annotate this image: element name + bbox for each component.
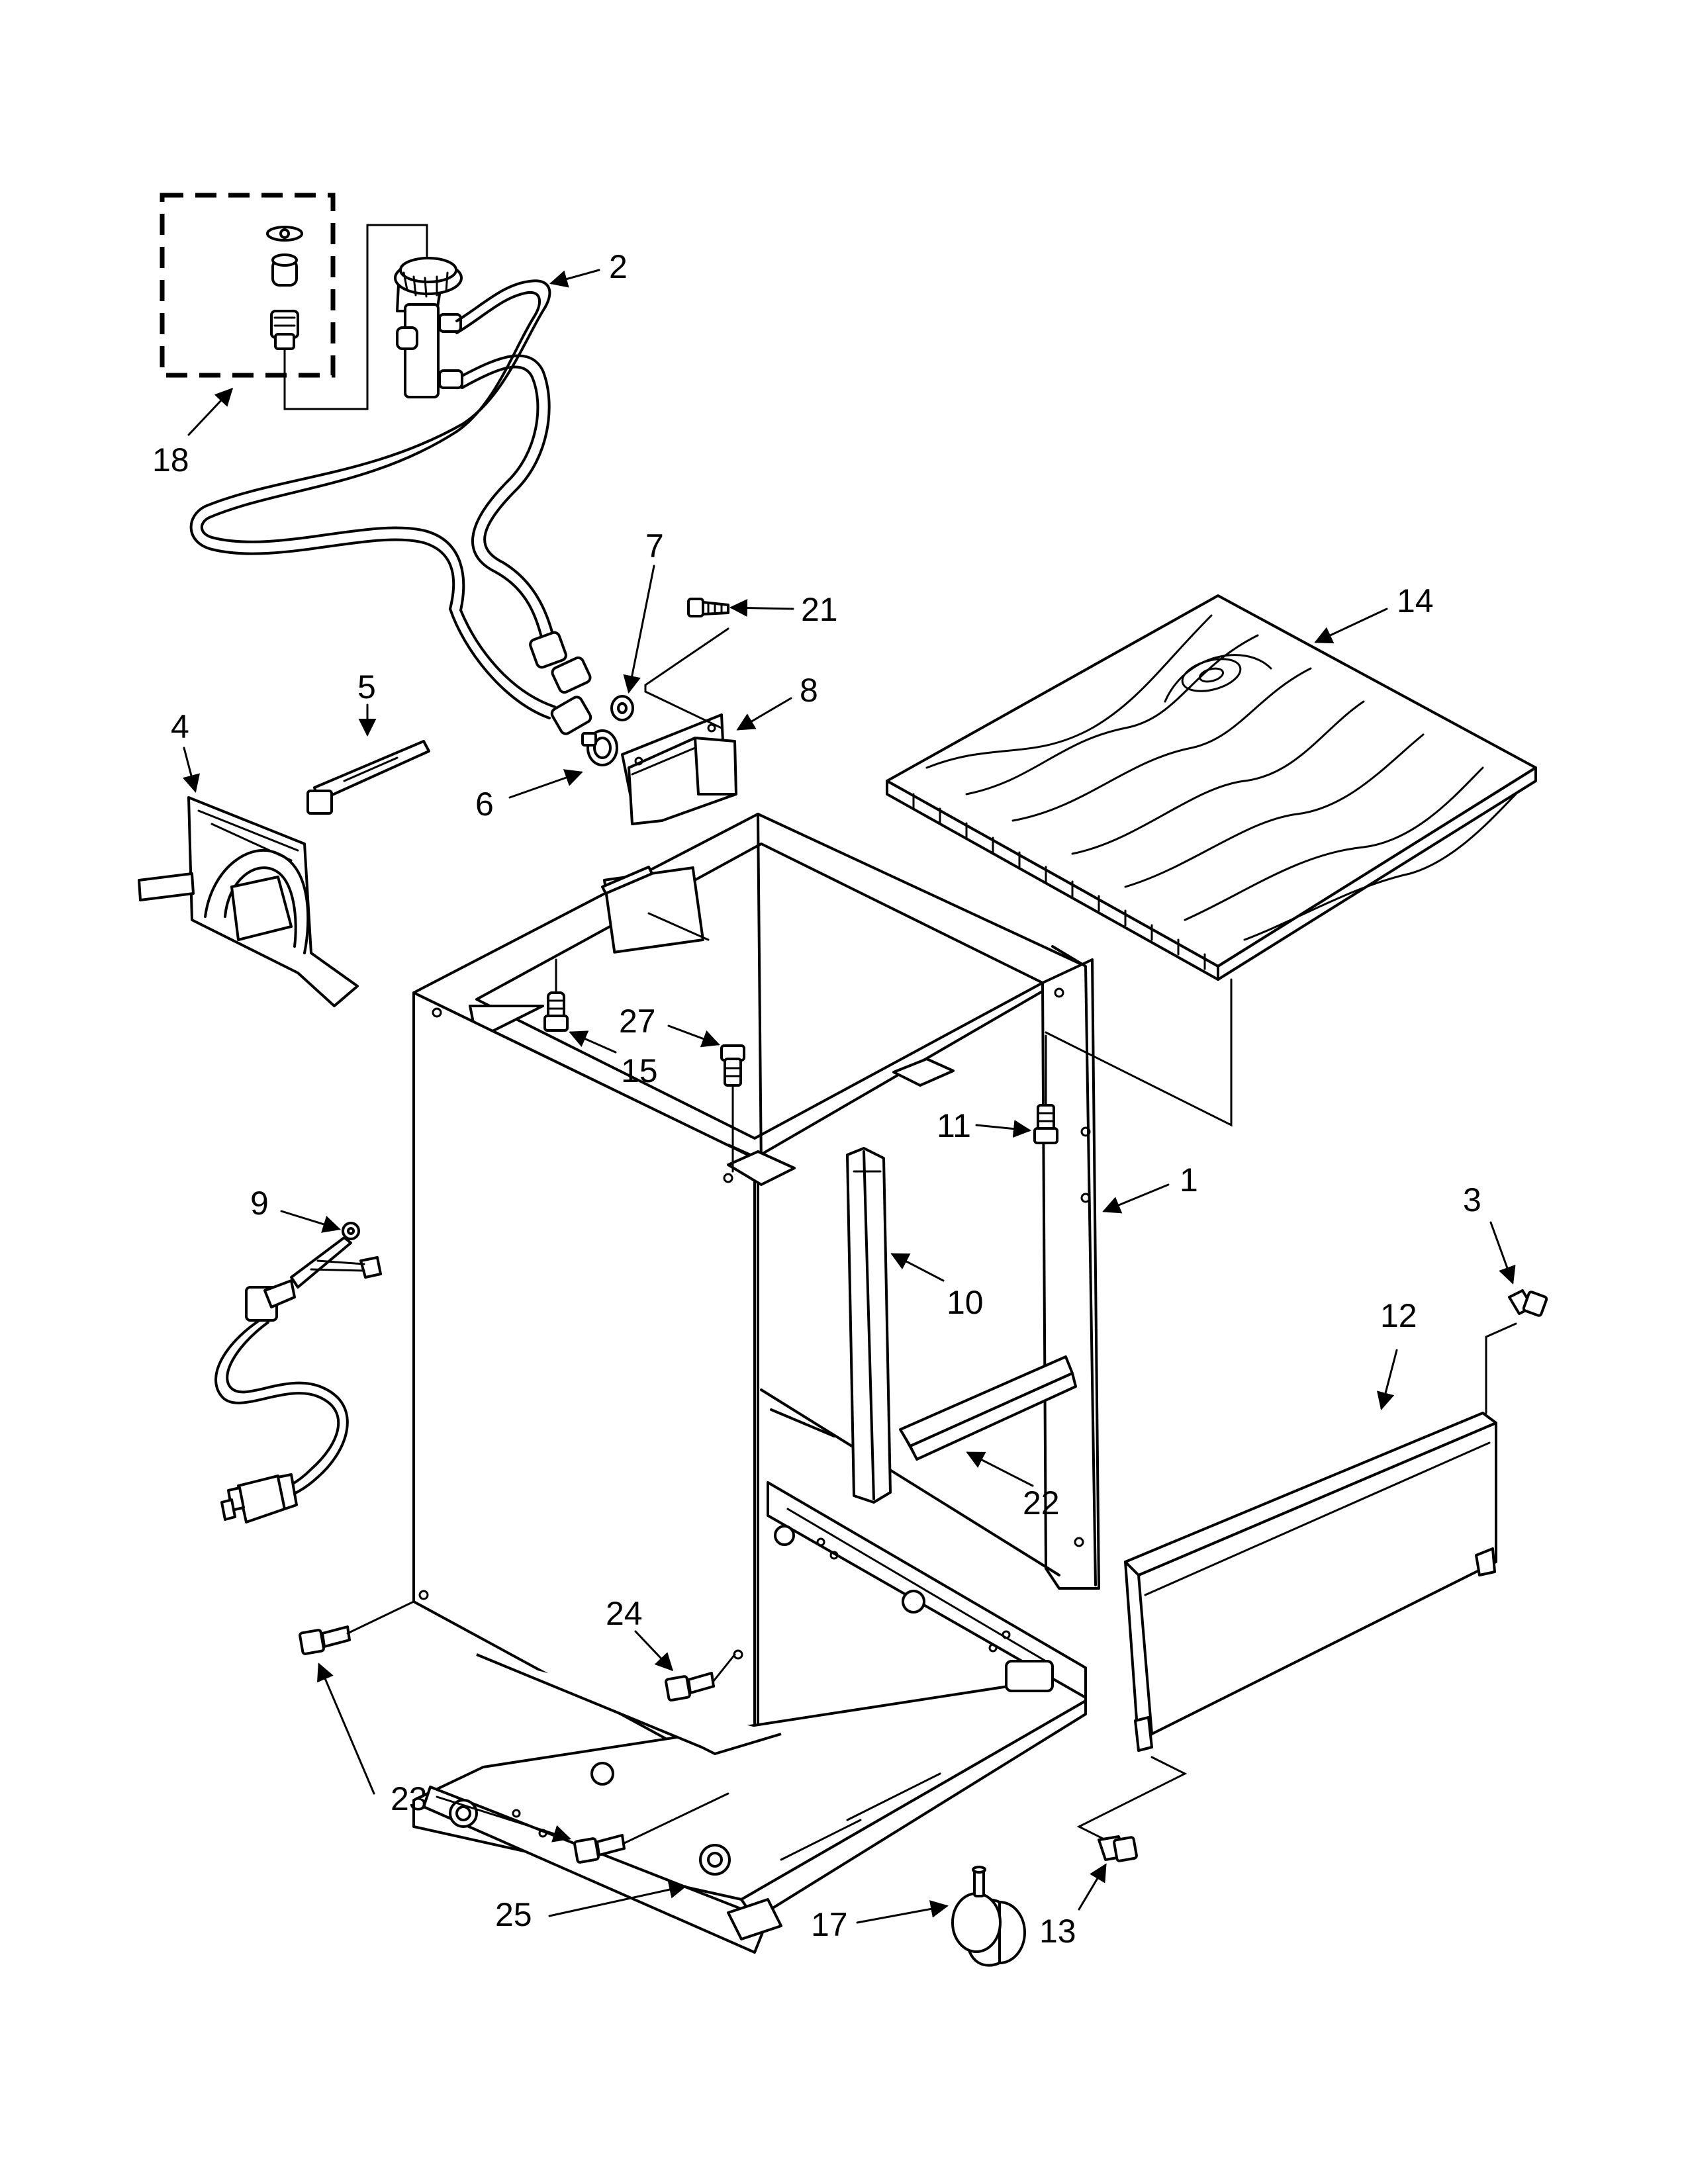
callout-13: 13	[1039, 1863, 1107, 1950]
motor-side-bracket	[138, 796, 359, 1007]
callout-label: 25	[495, 1896, 532, 1933]
screw-3	[1508, 1289, 1548, 1317]
inlet-screen-kit	[160, 193, 428, 410]
power-cord	[214, 1222, 382, 1524]
callout-7: 7	[623, 527, 664, 694]
callout-label: 7	[645, 527, 664, 565]
callout-label: 14	[1397, 582, 1434, 619]
callout-12: 12	[1377, 1297, 1417, 1410]
callout-label: 6	[475, 786, 494, 823]
screw-24	[665, 1653, 736, 1702]
callout-label: 9	[250, 1185, 269, 1222]
water-valve-assembly	[189, 257, 592, 735]
callout-label: 2	[609, 248, 628, 285]
hose-clamp	[581, 729, 618, 766]
callout-14: 14	[1314, 582, 1434, 644]
screw-23-lower	[573, 1792, 729, 1864]
callout-label: 23	[391, 1780, 428, 1817]
callout-label: 22	[1023, 1484, 1060, 1522]
callout-label: 10	[947, 1284, 984, 1321]
callout-1: 1	[1102, 1161, 1198, 1214]
callout-label: 8	[800, 672, 818, 709]
callout-label: 4	[171, 708, 189, 745]
callout-label: 11	[937, 1107, 971, 1144]
callout-label: 15	[621, 1052, 658, 1089]
screw-11	[1033, 1034, 1058, 1144]
callout-label: 5	[357, 668, 376, 705]
caster-wheel	[951, 1866, 1026, 1967]
callout-15: 15	[569, 1030, 658, 1089]
wood-top	[886, 594, 1537, 1127]
callout-6: 6	[475, 769, 583, 823]
top-edge-hatching	[912, 793, 1206, 970]
callout-label: 1	[1180, 1161, 1198, 1199]
callout-18: 18	[152, 387, 234, 478]
callout-11: 11	[937, 1107, 1031, 1144]
callout-label: 18	[152, 441, 189, 478]
callout-4: 4	[171, 708, 200, 793]
wood-grain	[925, 614, 1517, 941]
callout-label: 12	[1380, 1297, 1417, 1334]
callout-label: 24	[606, 1595, 643, 1632]
callout-24: 24	[606, 1595, 674, 1672]
callout-label: 17	[811, 1906, 848, 1943]
toe-panel	[1076, 1322, 1517, 1844]
cabinet	[412, 813, 1100, 1788]
callout-label: 13	[1039, 1913, 1076, 1950]
angle-brace	[899, 1355, 1077, 1461]
washer	[610, 695, 634, 721]
callout-27: 27	[619, 1003, 720, 1048]
callout-label: 21	[801, 591, 838, 628]
cable-tie	[306, 740, 430, 815]
screw-27	[720, 1044, 745, 1173]
callout-9: 9	[250, 1185, 341, 1233]
callout-25: 25	[495, 1880, 687, 1933]
callout-17: 17	[811, 1900, 949, 1943]
valve-bracket	[621, 713, 737, 825]
callout-8: 8	[736, 672, 818, 731]
screw-23-upper	[299, 1600, 415, 1655]
screw-13	[1098, 1835, 1138, 1862]
callout-label: 27	[619, 1003, 656, 1040]
screw-15	[543, 958, 569, 1032]
callout-5: 5	[357, 668, 377, 737]
callout-3: 3	[1463, 1181, 1516, 1285]
callout-21: 21	[729, 591, 838, 628]
callout-label: 3	[1463, 1181, 1481, 1218]
callout-2: 2	[549, 248, 628, 288]
callout-22: 22	[966, 1451, 1060, 1522]
screw-21	[644, 598, 729, 729]
callout-23: 23	[316, 1662, 571, 1843]
callout-10: 10	[890, 1253, 984, 1321]
vertical-brace	[846, 1147, 892, 1504]
